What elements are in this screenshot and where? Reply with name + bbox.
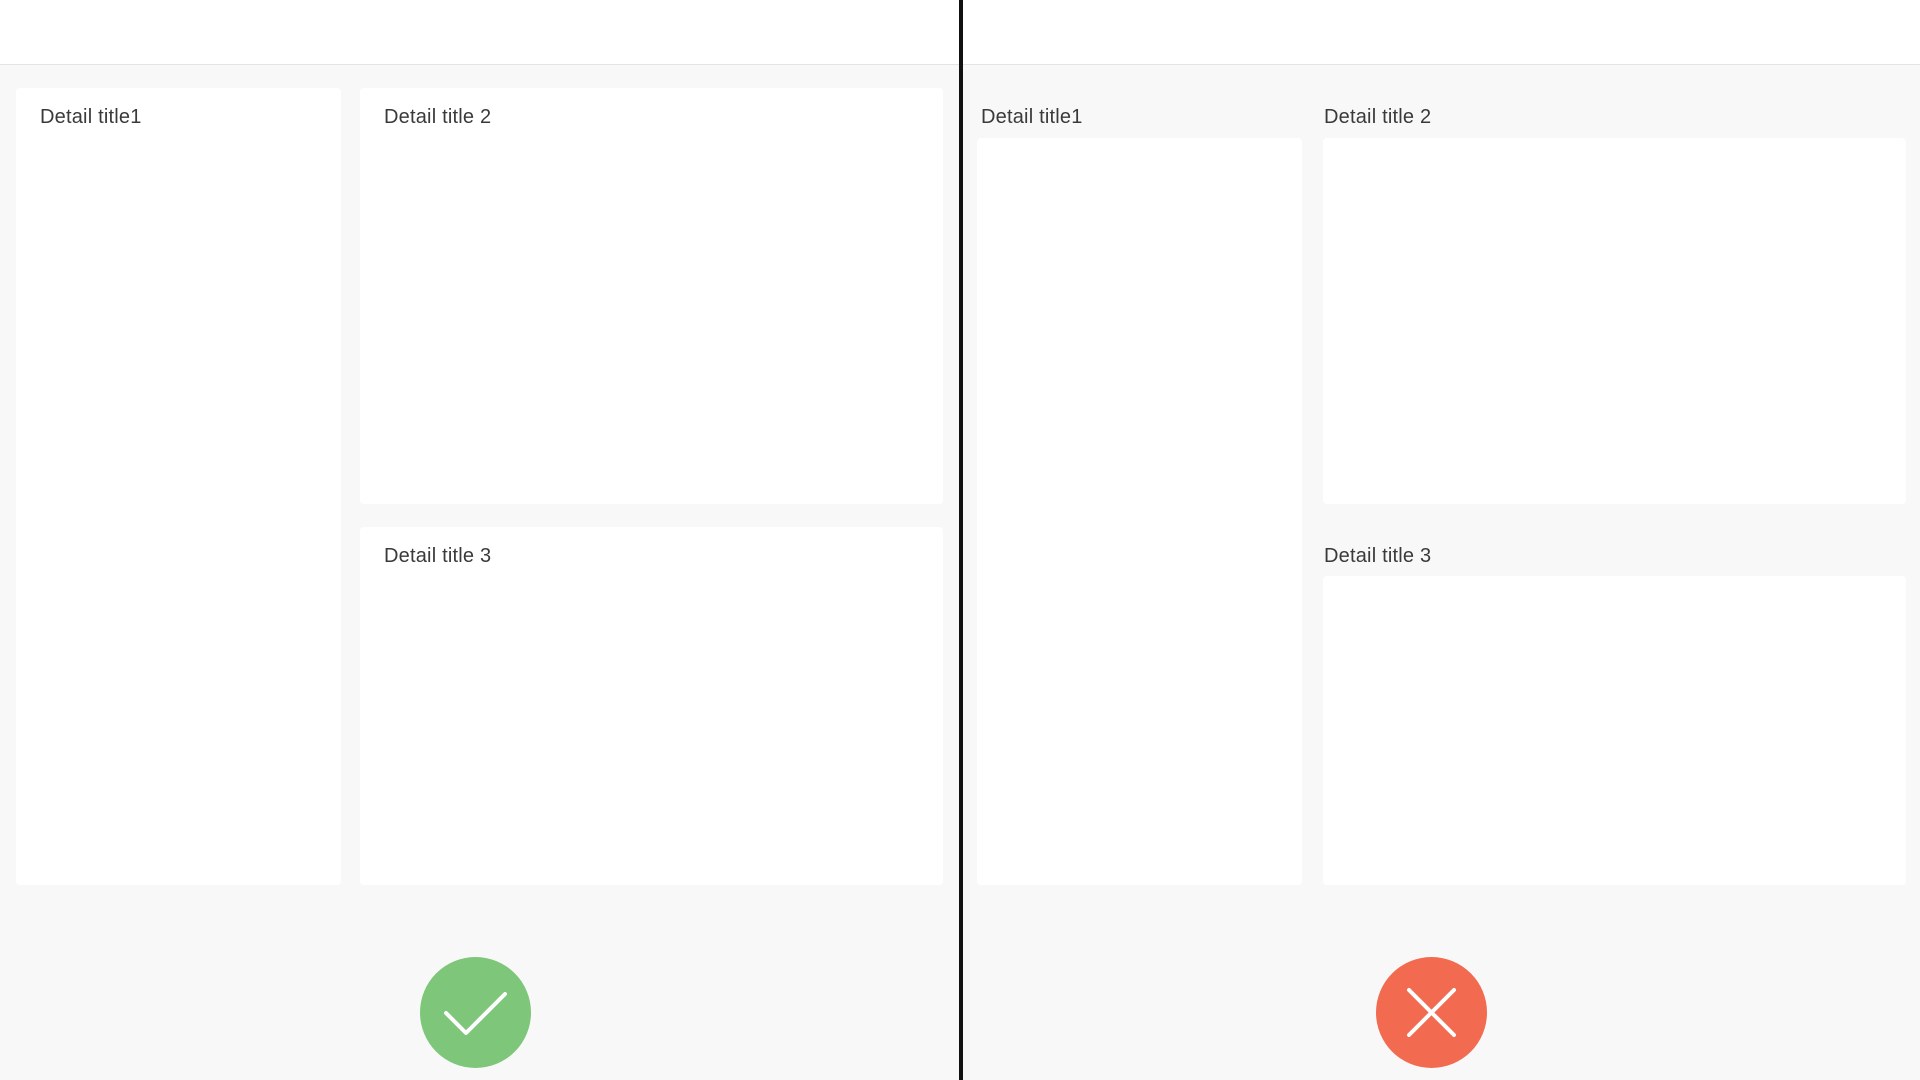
incorrect-indicator — [1376, 957, 1487, 1068]
detail-card-3 — [1323, 576, 1906, 885]
correct-indicator — [420, 957, 531, 1068]
check-icon — [444, 992, 507, 1035]
detail-title-outside: Detail title1 — [981, 106, 1083, 128]
close-icon — [1407, 988, 1456, 1037]
pane-divider — [959, 0, 963, 1080]
top-bar — [963, 0, 1920, 65]
incorrect-example-pane: Detail title1 Detail title 2 Detail titl… — [963, 0, 1920, 1080]
detail-card-title: Detail title1 — [40, 106, 142, 128]
detail-title-outside: Detail title 3 — [1324, 545, 1432, 567]
top-bar — [0, 0, 959, 65]
correct-example-pane: Detail title1 Detail title 2 Detail titl… — [0, 0, 959, 1080]
detail-card-title: Detail title 2 — [384, 106, 492, 128]
detail-card-3: Detail title 3 — [360, 527, 943, 885]
detail-card-1 — [977, 138, 1302, 885]
detail-card-title: Detail title 3 — [384, 545, 492, 567]
detail-card-1: Detail title1 — [16, 88, 341, 885]
detail-card-2 — [1323, 138, 1906, 504]
detail-card-2: Detail title 2 — [360, 88, 943, 504]
detail-title-outside: Detail title 2 — [1324, 106, 1432, 128]
